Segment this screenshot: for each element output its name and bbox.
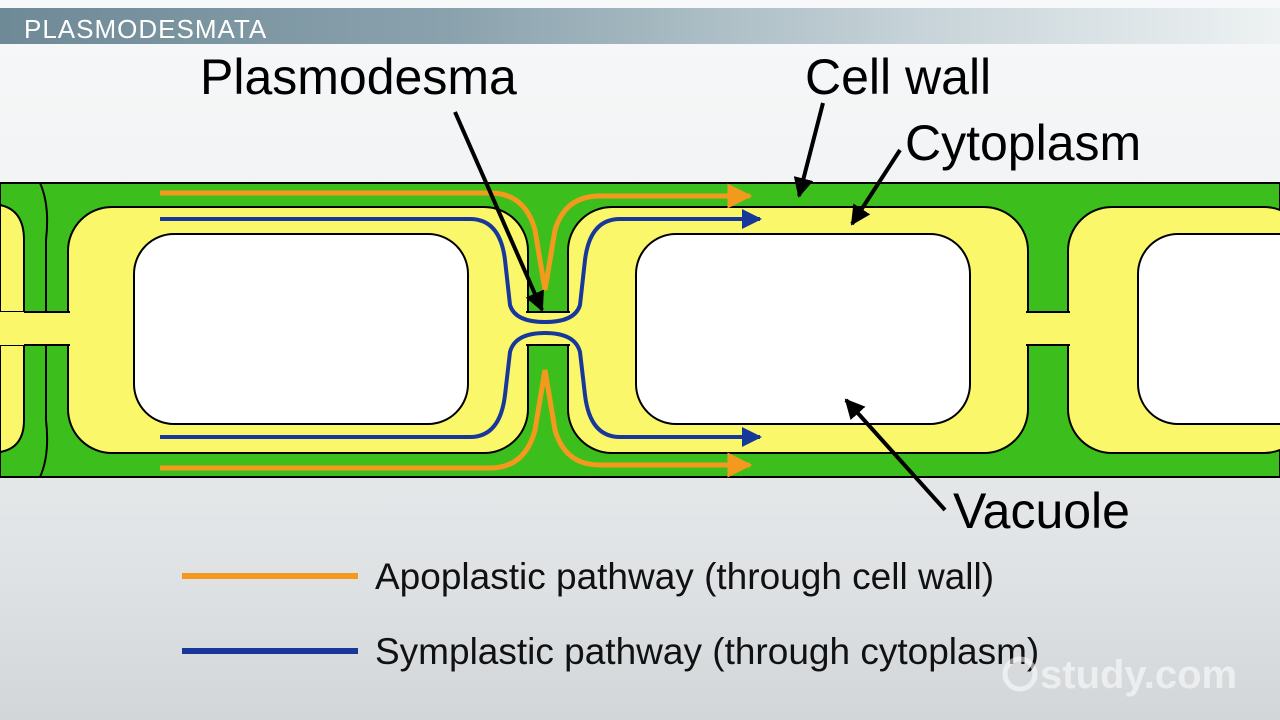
plasmodesma-label: Plasmodesma [200, 49, 517, 105]
study-logo: study.com [1002, 653, 1237, 697]
cytoplasm-pointer [850, 148, 902, 226]
label-pointers [453, 102, 947, 512]
plasmodesma-pointer [453, 111, 544, 312]
symplastic-arrows [160, 209, 762, 447]
study-logo-text: study.com [1040, 653, 1237, 697]
title-bar: PLASMODESMATA [0, 8, 1280, 44]
wall-notches [39, 182, 49, 478]
study-logo-icon [1002, 656, 1038, 692]
apoplastic-arrows [160, 183, 753, 478]
vacuole-label: Vacuole [953, 483, 1130, 539]
cell-wall-label: Cell wall [805, 49, 991, 105]
legend: Apoplastic pathway (through cell wall) S… [182, 556, 1039, 672]
legend-apoplastic-text: Apoplastic pathway (through cell wall) [375, 556, 994, 597]
slide-title: PLASMODESMATA [24, 14, 268, 44]
cytoplasm-label: Cytoplasm [905, 115, 1141, 171]
legend-symplastic-text: Symplastic pathway (through cytoplasm) [375, 631, 1039, 672]
vacuoles [133, 233, 1280, 425]
vacuole-pointer [844, 398, 947, 512]
cell-wall-pointer [793, 102, 825, 198]
